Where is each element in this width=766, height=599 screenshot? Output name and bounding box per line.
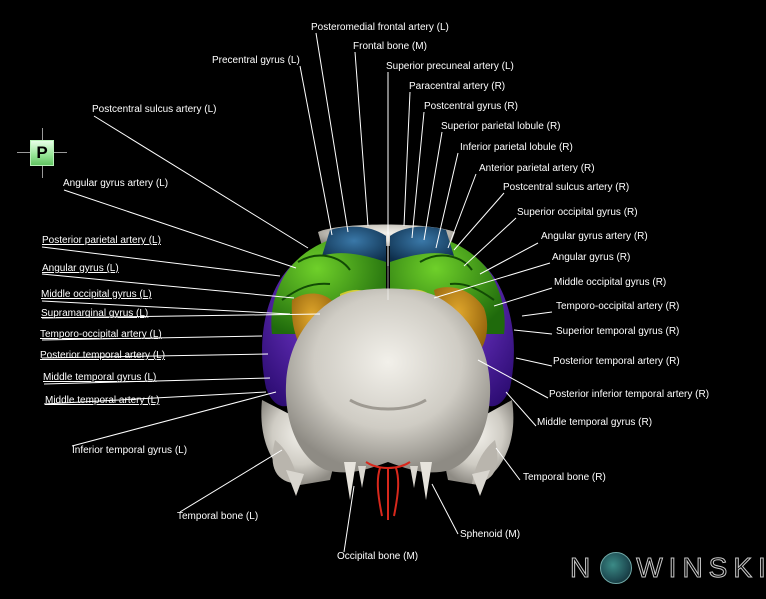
label-superior-precuneal-artery-l: Superior precuneal artery (L)	[386, 61, 514, 72]
leader-lines	[41, 32, 553, 553]
label-inferior-parietal-lobule-r: Inferior parietal lobule (R)	[460, 142, 573, 153]
label-middle-temporal-gyrus-r: Middle temporal gyrus (R)	[537, 417, 652, 428]
label-anterior-parietal-artery-r: Anterior parietal artery (R)	[479, 163, 595, 174]
label-temporo-occipital-artery-r: Temporo-occipital artery (R)	[556, 301, 679, 312]
label-angular-gyrus-l: Angular gyrus (L)	[42, 263, 119, 274]
label-postcentral-gyrus-r: Postcentral gyrus (R)	[424, 101, 518, 112]
label-temporal-bone-l: Temporal bone (L)	[177, 511, 258, 522]
label-supramarginal-gyrus-l: Supramarginal gyrus (L)	[41, 308, 148, 319]
occipital-bone-mass	[285, 288, 491, 473]
label-posteromedial-frontal-artery-l: Posteromedial frontal artery (L)	[311, 22, 449, 33]
basal-vessels	[365, 461, 411, 520]
label-middle-occipital-gyrus-l: Middle occipital gyrus (L)	[41, 289, 152, 300]
label-inferior-temporal-gyrus-l: Inferior temporal gyrus (L)	[72, 445, 187, 456]
label-angular-gyrus-artery-l: Angular gyrus artery (L)	[63, 178, 168, 189]
label-temporo-occipital-artery-l: Temporo-occipital artery (L)	[40, 329, 162, 340]
label-posterior-inferior-temporal-artery-r: Posterior inferior temporal artery (R)	[549, 389, 709, 400]
label-postcentral-sulcus-artery-r: Postcentral sulcus artery (R)	[503, 182, 629, 193]
label-sphenoid-m: Sphenoid (M)	[460, 529, 520, 540]
brand-prefix: N	[569, 552, 597, 584]
label-middle-temporal-gyrus-l: Middle temporal gyrus (L)	[43, 372, 156, 383]
label-occipital-bone-m: Occipital bone (M)	[337, 551, 418, 562]
label-angular-gyrus-r: Angular gyrus (R)	[552, 252, 630, 263]
label-posterior-temporal-artery-l: Posterior temporal artery (L)	[40, 350, 165, 361]
label-posterior-parietal-artery-l: Posterior parietal artery (L)	[42, 235, 161, 246]
orientation-indicator: P	[17, 128, 67, 178]
skull-processes	[286, 462, 490, 500]
orientation-letter: P	[30, 140, 54, 166]
brand-logo: N WINSKI	[569, 548, 766, 588]
label-middle-temporal-artery-l: Middle temporal artery (L)	[45, 395, 159, 406]
label-paracentral-artery-r: Paracentral artery (R)	[409, 81, 505, 92]
label-postcentral-sulcus-artery-l: Postcentral sulcus artery (L)	[92, 104, 217, 115]
label-middle-occipital-gyrus-r: Middle occipital gyrus (R)	[554, 277, 666, 288]
label-angular-gyrus-artery-r: Angular gyrus artery (R)	[541, 231, 648, 242]
globe-icon	[600, 552, 633, 584]
anatomy-labels: Posteromedial frontal artery (L) Frontal…	[40, 22, 709, 562]
brand-suffix: WINSKI	[636, 552, 766, 584]
label-temporal-bone-r: Temporal bone (R)	[523, 472, 606, 483]
label-precentral-gyrus-l: Precentral gyrus (L)	[212, 55, 300, 66]
label-frontal-bone-m: Frontal bone (M)	[353, 41, 427, 52]
label-superior-occipital-gyrus-r: Superior occipital gyrus (R)	[517, 207, 638, 218]
label-posterior-temporal-artery-r: Posterior temporal artery (R)	[553, 356, 680, 367]
label-superior-parietal-lobule-r: Superior parietal lobule (R)	[441, 121, 561, 132]
label-superior-temporal-gyrus-r: Superior temporal gyrus (R)	[556, 326, 679, 337]
